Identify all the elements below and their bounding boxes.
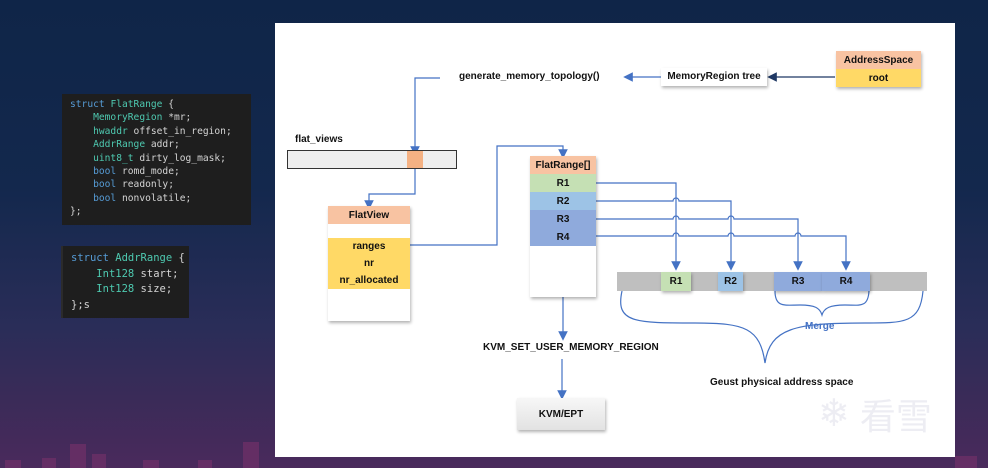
generate-memory-topology-label: generate_memory_topology() (459, 71, 600, 82)
code-line: Int128 size; (96, 283, 173, 295)
flatrange-item-r2: R2 (530, 192, 596, 210)
arrow-generate-to-flatviews (410, 77, 440, 156)
code-struct-flatrange: struct FlatRange { MemoryRegion *mr; hwa… (62, 94, 251, 225)
code-line: hwaddr offset_in_region; (93, 125, 232, 137)
flatrange-item-r4: R4 (530, 228, 596, 246)
address-space-box: AddressSpace root (836, 51, 921, 87)
address-space-title: AddressSpace (836, 51, 921, 69)
brace-gpa (620, 290, 924, 364)
code-line: uint8_t dirty_log_mask; (93, 152, 226, 164)
flatrange-item-r3: R3 (530, 210, 596, 228)
watermark-text: 看雪 (859, 397, 932, 438)
arrow-r2 (596, 197, 736, 271)
connector-lines (364, 72, 924, 400)
code-line: bool romd_mode; (93, 166, 180, 178)
arrow-r3 (596, 215, 803, 271)
arrow-flatviews-to-flatview (364, 169, 416, 210)
arrow-ranges-to-flatrange (410, 145, 568, 246)
arrow-r1 (596, 182, 681, 271)
flat-views-selected-slot (407, 151, 423, 168)
code-line: MemoryRegion *mr; (93, 112, 192, 124)
code-line: Int128 start; (96, 267, 179, 280)
flatview-field-ranges: ranges (328, 238, 410, 255)
code-struct-addrrange: struct AddrRange { Int128 start; Int128 … (61, 246, 189, 318)
code-line: AddrRange addr; (93, 139, 180, 151)
snowflake-icon: ❄ (818, 393, 850, 435)
gpa-block-r1: R1 (661, 272, 691, 291)
code-line: struct FlatRange { (70, 99, 174, 110)
code-line: };s (71, 298, 90, 311)
code-line: bool nonvolatile; (93, 192, 192, 204)
arrow-r4 (596, 232, 851, 271)
flat-views-array (287, 150, 457, 169)
code-line: bool readonly; (93, 179, 174, 191)
merge-label: Merge (805, 321, 835, 332)
flatview-field-nr-allocated: nr_allocated (328, 272, 410, 289)
address-space-root: root (836, 69, 921, 87)
memory-region-tree-box: MemoryRegion tree (661, 68, 767, 86)
flat-views-label: flat_views (295, 134, 343, 145)
flatrange-array: FlatRange[] R1 R2 R3 R4 (530, 156, 596, 297)
gpa-block-r2: R2 (718, 272, 743, 291)
code-line: }; (70, 206, 82, 218)
background-skyline (0, 438, 988, 468)
flatview-title: FlatView (328, 206, 410, 224)
gpa-block-r3: R3 (774, 272, 822, 291)
flatrange-item-r1: R1 (530, 174, 596, 192)
gpa-block-r4: R4 (822, 272, 870, 291)
kvm-ept-box: KVM/EPT (517, 398, 605, 430)
gpa-label: Geust physical address space (710, 377, 854, 388)
brace-merge (774, 290, 870, 318)
diagram-slide: generate_memory_topology() MemoryRegion … (275, 23, 955, 457)
flatrange-array-title: FlatRange[] (530, 156, 596, 174)
watermark: ❄ 看雪 (818, 388, 932, 440)
flatview-field-nr: nr (328, 255, 410, 272)
code-line: struct AddrRange { (71, 252, 185, 264)
kvm-ioctl-label: KVM_SET_USER_MEMORY_REGION (483, 342, 659, 353)
flatview-struct: FlatView ranges nr nr_allocated (328, 206, 410, 321)
